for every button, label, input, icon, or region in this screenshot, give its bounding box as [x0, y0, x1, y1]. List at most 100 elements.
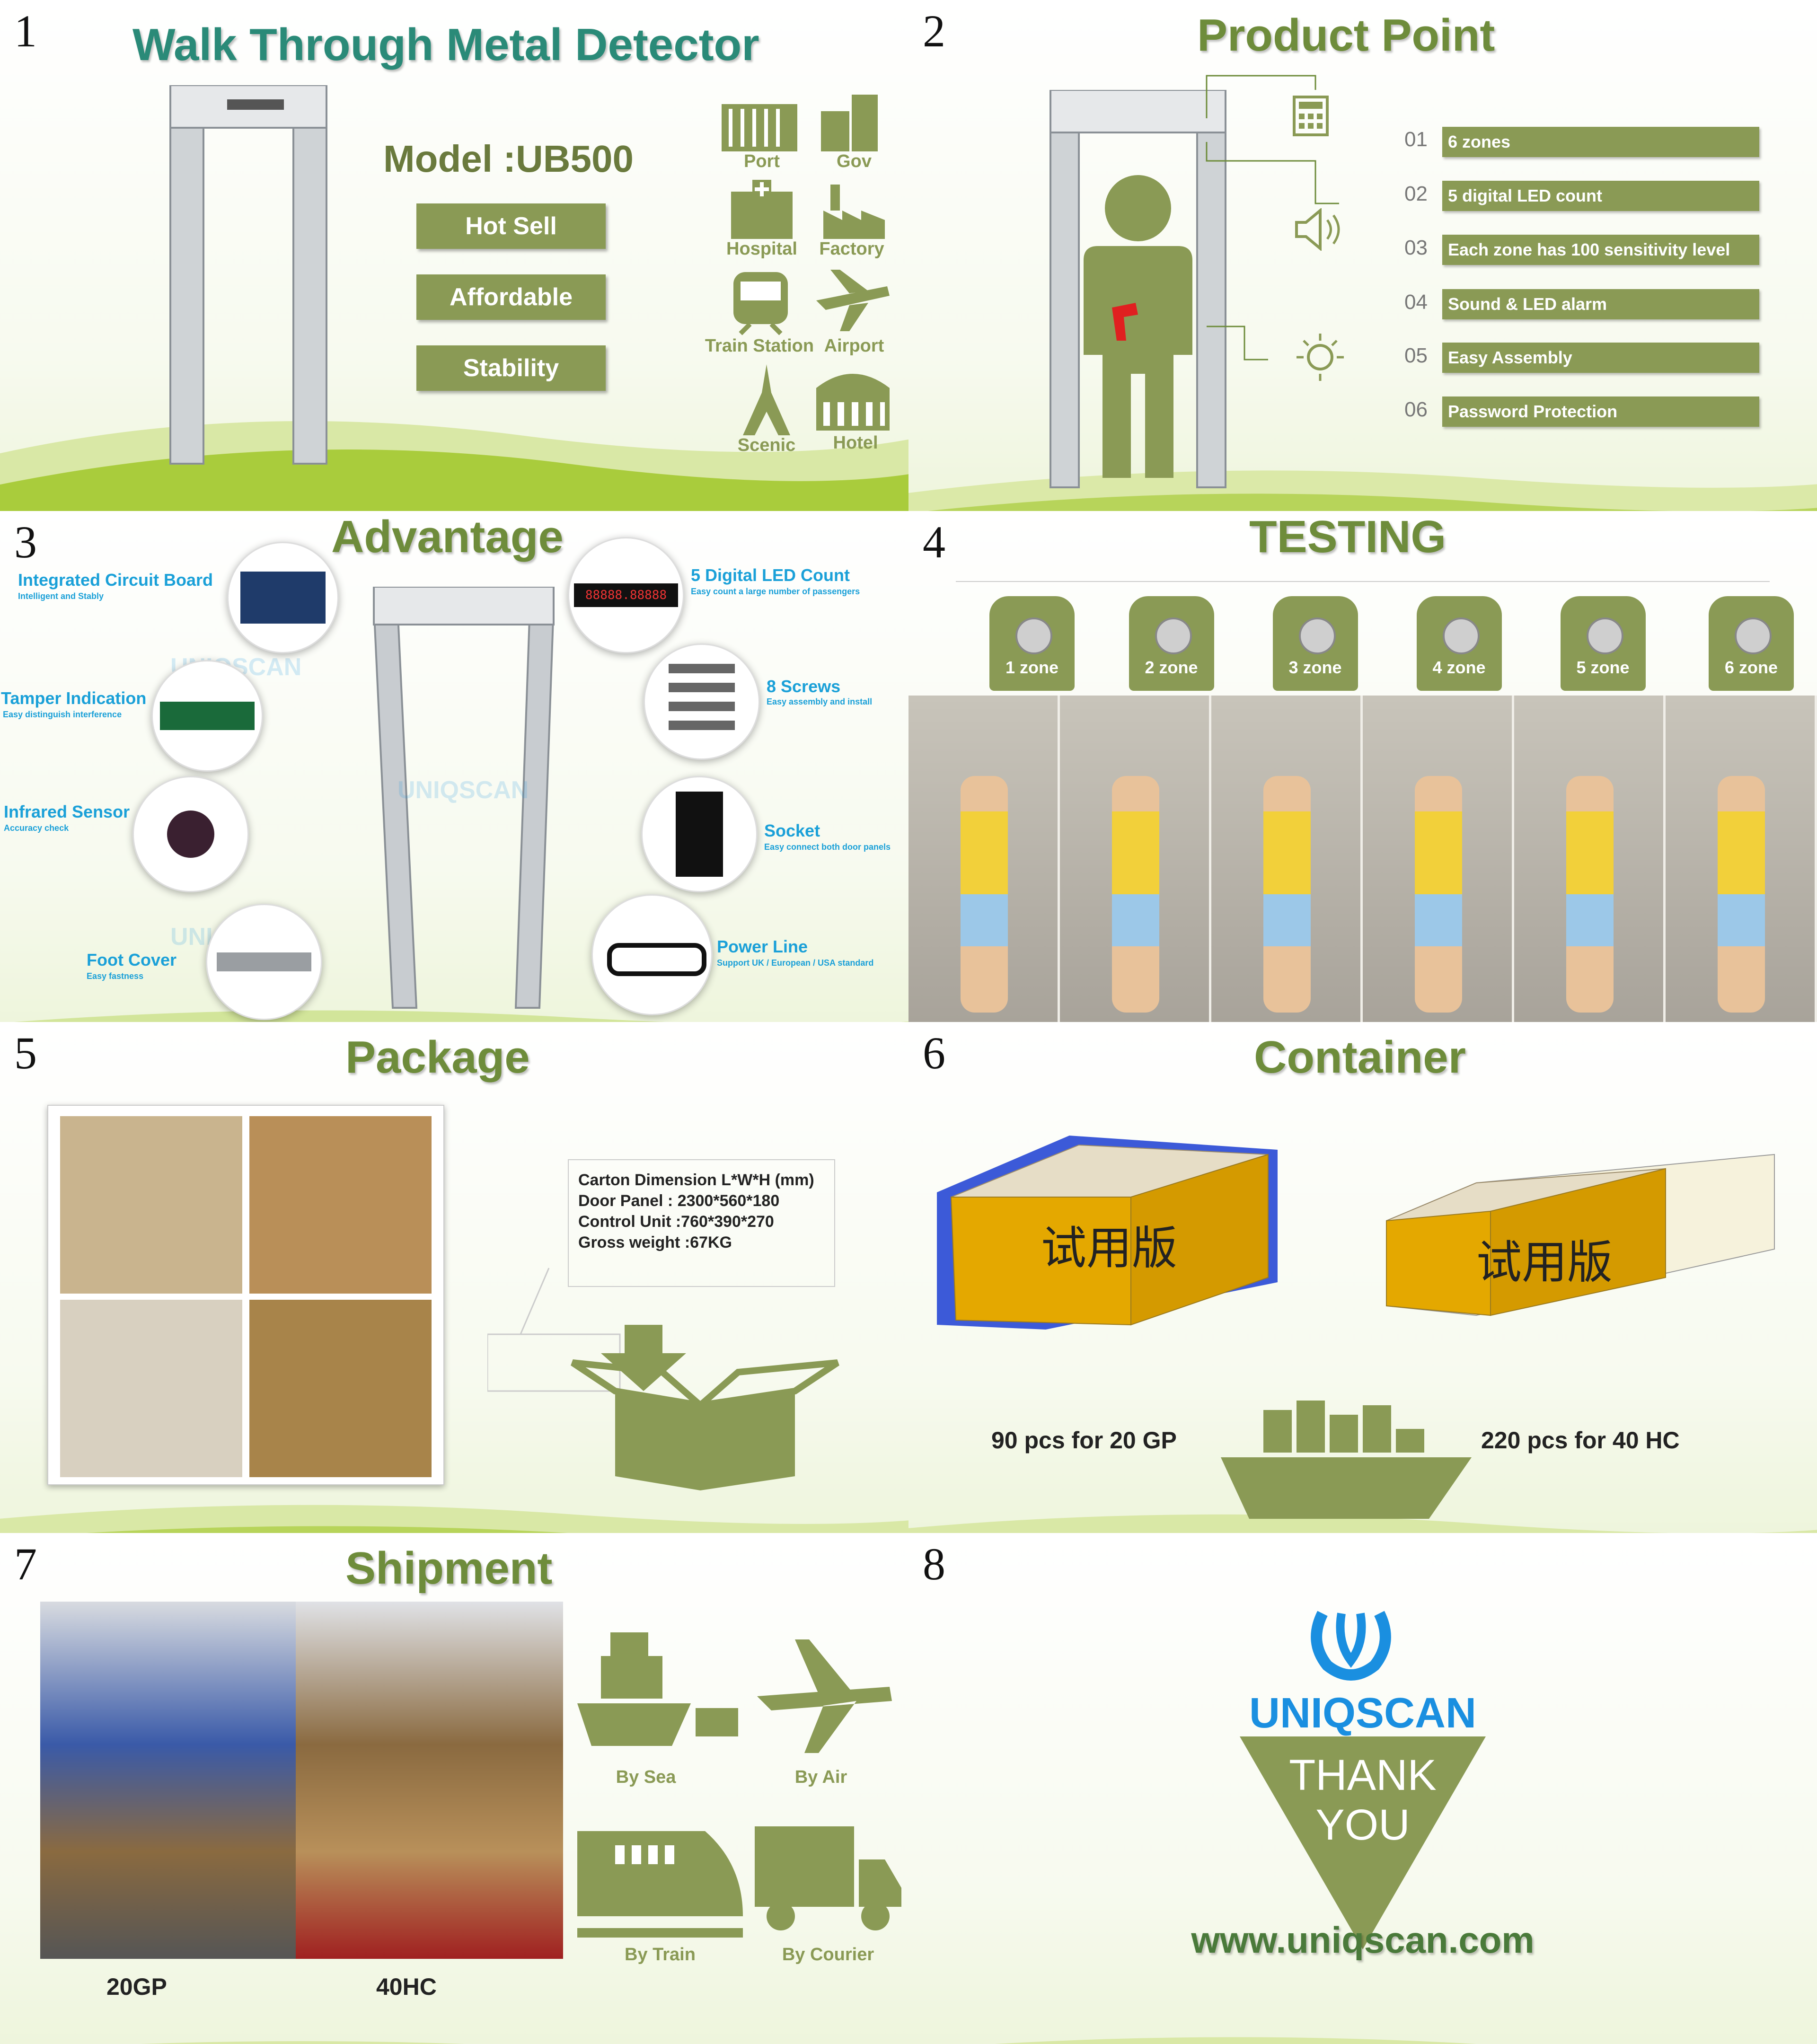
container-20gp-diagram	[937, 1136, 1278, 1330]
zone-tag-coin	[1442, 617, 1480, 654]
method-label: By Train	[625, 1945, 696, 1965]
zone-tag-coin	[1015, 617, 1052, 654]
point-number: 02	[1404, 182, 1428, 205]
zone-label: 3 zone	[1288, 658, 1342, 677]
divider	[956, 581, 1770, 582]
point-number: 05	[1404, 344, 1428, 367]
alarm-light-icon	[1297, 334, 1344, 381]
zone-label: 4 zone	[1432, 658, 1486, 677]
feature-title: Socket	[764, 821, 820, 840]
container-40hc-diagram	[1386, 1154, 1775, 1316]
trial-watermark: 试用版	[1041, 1222, 1177, 1275]
zone-tag-coin	[1298, 617, 1336, 654]
feature-subtitle: Easy fastness	[87, 971, 144, 981]
zone-label: 1 zone	[1005, 658, 1059, 677]
person-figure	[1112, 776, 1159, 1013]
watermark: UNIQSCAN	[397, 776, 529, 804]
thanks-line-1: THANK	[1289, 1751, 1437, 1799]
zone-tag: 6 zone	[1709, 596, 1794, 691]
person-figure	[1566, 776, 1614, 1013]
page-title: Advantage	[331, 511, 564, 562]
foot-cover-image	[206, 904, 322, 1020]
point-assembly: Easy Assembly	[1442, 343, 1759, 373]
gov-icon	[821, 95, 878, 151]
led-display-image: 88888.88888	[568, 537, 684, 653]
brand-logo	[1311, 1611, 1391, 1681]
hospital-icon	[731, 180, 793, 239]
point-number: 04	[1404, 291, 1428, 314]
feature-title: Infrared Sensor	[4, 802, 130, 821]
testing-photo	[1666, 696, 1815, 1022]
point-number: 01	[1404, 128, 1428, 151]
model-label: Model :UB500	[383, 138, 634, 180]
zone-label: 2 zone	[1145, 658, 1198, 677]
testing-photo	[1211, 696, 1360, 1022]
eiffel-icon	[743, 364, 790, 435]
panel-number: 2	[923, 6, 945, 56]
spec-line: Carton Dimension L*W*H (mm)	[578, 1171, 814, 1189]
point-sensitivity: Each zone has 100 sensitivity level	[1442, 235, 1759, 265]
feature-subtitle: Intelligent and Stably	[18, 591, 104, 601]
detector-with-person	[1050, 90, 1226, 488]
zone-tag-coin	[1155, 617, 1192, 654]
callout-lines	[487, 1268, 621, 1392]
zone-tag: 4 zone	[1416, 596, 1502, 691]
trial-watermark: 试用版	[1476, 1236, 1613, 1289]
green-swoosh	[0, 421, 908, 511]
feature-title: Integrated Circuit Board	[18, 570, 213, 590]
feature-subtitle: Easy count a large number of passengers	[691, 587, 860, 596]
zone-label: 5 zone	[1576, 658, 1630, 677]
point-password: Password Protection	[1442, 396, 1759, 427]
zone-tag: 2 zone	[1129, 596, 1214, 691]
train-icon	[733, 272, 788, 335]
panel-8: 8 UNIQSCAN THANK YOU www.uniqscan.com	[908, 1533, 1817, 2044]
speaker-icon	[1295, 208, 1340, 251]
zone-label: 6 zone	[1724, 658, 1778, 677]
icon-label-scenic: Scenic	[737, 435, 796, 455]
website-link[interactable]: www.uniqscan.com	[1191, 1919, 1535, 1961]
page-title: Product Point	[1197, 10, 1495, 61]
tamper-indicator-image	[151, 660, 263, 772]
spec-box: Carton Dimension L*W*H (mm) Door Panel :…	[568, 1159, 835, 1287]
feature-subtitle: Easy assembly and install	[767, 697, 873, 706]
page-title: Shipment	[345, 1543, 553, 1594]
feature-title: Tamper Indication	[1, 688, 147, 708]
testing-photo	[1060, 696, 1209, 1022]
feature-title: 8 Screws	[767, 677, 841, 696]
feature-subtitle: Easy connect both door panels	[764, 842, 891, 852]
icon-label-hospital: Hospital	[726, 239, 797, 259]
callout-lines	[1206, 75, 1339, 361]
green-swoosh	[995, 2037, 1476, 2044]
icon-label-train-station: Train Station	[705, 336, 814, 356]
feature-title: 5 Digital LED Count	[691, 565, 850, 585]
testing-photo	[908, 696, 1058, 1022]
icon-label-gov: Gov	[837, 151, 872, 171]
person-figure	[1263, 776, 1311, 1013]
feature-title: Power Line	[717, 937, 808, 956]
icon-label-airport: Airport	[824, 336, 884, 356]
airport-icon	[816, 270, 890, 331]
panel-3: 3 Advantage UNIQSCAN UNIQSCAN UNIQSCAN I…	[0, 511, 908, 1022]
spec-line: Gross weight :67KG	[578, 1233, 732, 1251]
circuit-board-image	[227, 542, 339, 653]
zone-tag: 3 zone	[1272, 596, 1358, 691]
panel-number: 1	[14, 6, 37, 56]
person-figure	[961, 776, 1008, 1013]
truck-icon	[755, 1826, 901, 1930]
hotel-icon	[816, 374, 890, 431]
led-readout: 88888.88888	[574, 583, 678, 607]
badge-affordable: Affordable	[416, 274, 606, 320]
feature-subtitle: Easy distinguish interference	[3, 710, 122, 719]
train-icon	[577, 1831, 743, 1938]
infrared-sensor-image	[132, 776, 249, 892]
person-figure	[1415, 776, 1462, 1013]
green-swoosh	[908, 470, 1817, 511]
photo-caption: 40HC	[376, 1974, 437, 2000]
truck-photo-40hc	[296, 1602, 563, 1959]
method-label: By Sea	[616, 1767, 676, 1787]
panel-number: 7	[14, 1539, 37, 1589]
screws-image	[644, 643, 760, 760]
cargo-ship-icon	[1221, 1401, 1472, 1519]
